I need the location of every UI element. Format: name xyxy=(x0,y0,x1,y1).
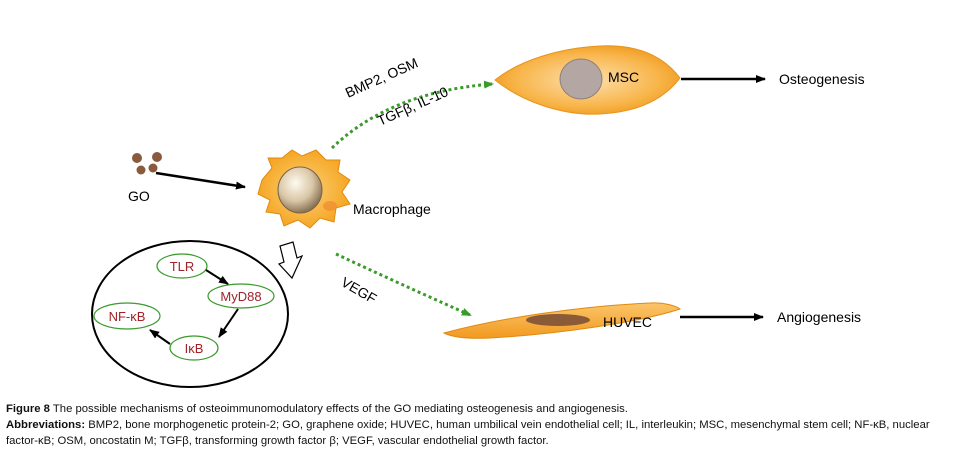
go-particle xyxy=(136,165,146,175)
figure-caption: Figure 8 The possible mechanisms of oste… xyxy=(6,401,954,449)
signaling-circle xyxy=(91,240,289,388)
ikb-label: IκB xyxy=(185,341,204,356)
figure-title-line: Figure 8 The possible mechanisms of oste… xyxy=(6,401,954,417)
go-particle xyxy=(152,152,162,162)
macrophage-cell xyxy=(257,149,351,229)
go-particles xyxy=(132,152,162,175)
tlr-label: TLR xyxy=(170,259,195,274)
tgfb-il10-label: TGFβ, IL-10 xyxy=(375,83,451,129)
ikb-to-nfkb-arrow xyxy=(149,329,171,345)
abbreviations-line: Abbreviations: BMP2, bone morphogenetic … xyxy=(6,417,954,449)
go-label: GO xyxy=(128,188,150,204)
myd88-to-ikb-arrow xyxy=(218,308,239,338)
macrophage-label: Macrophage xyxy=(353,201,431,217)
nfkb-node: NF-κB xyxy=(93,302,161,330)
abbreviations-text: BMP2, bone morphogenetic protein-2; GO, … xyxy=(6,419,930,447)
tlr-node: TLR xyxy=(156,253,208,279)
figure-label: Figure 8 xyxy=(6,403,50,415)
angiogenesis-label: Angiogenesis xyxy=(777,309,861,325)
go-particle xyxy=(132,153,142,163)
osteogenesis-label: Osteogenesis xyxy=(779,71,865,87)
huvec-label: HUVEC xyxy=(603,314,652,330)
ikb-node: IκB xyxy=(169,335,219,361)
myd88-node: MyD88 xyxy=(207,283,275,309)
go-to-macrophage-arrow xyxy=(155,171,246,190)
bmp2-osm-label: BMP2, OSM xyxy=(343,54,421,100)
abbreviations-label: Abbreviations: xyxy=(6,419,86,431)
macrophage-to-msc-arrow xyxy=(330,80,494,150)
msc-label: MSC xyxy=(608,69,639,85)
msc-cell xyxy=(494,45,681,115)
hollow-arrow xyxy=(277,241,304,280)
macrophage-to-huvec-arrow xyxy=(335,252,472,317)
go-particle xyxy=(148,163,158,173)
tlr-to-myd88-arrow xyxy=(205,269,229,285)
vegf-label: VEGF xyxy=(339,274,380,307)
mechanism-diagram: GO Macrophage BMP2, OSM TGFβ, IL-10 VEGF… xyxy=(91,45,865,388)
nfkb-label: NF-κB xyxy=(109,309,146,324)
myd88-label: MyD88 xyxy=(220,289,261,304)
figure-text: The possible mechanisms of osteoimmunomo… xyxy=(49,403,628,415)
huvec-cell xyxy=(442,302,682,339)
